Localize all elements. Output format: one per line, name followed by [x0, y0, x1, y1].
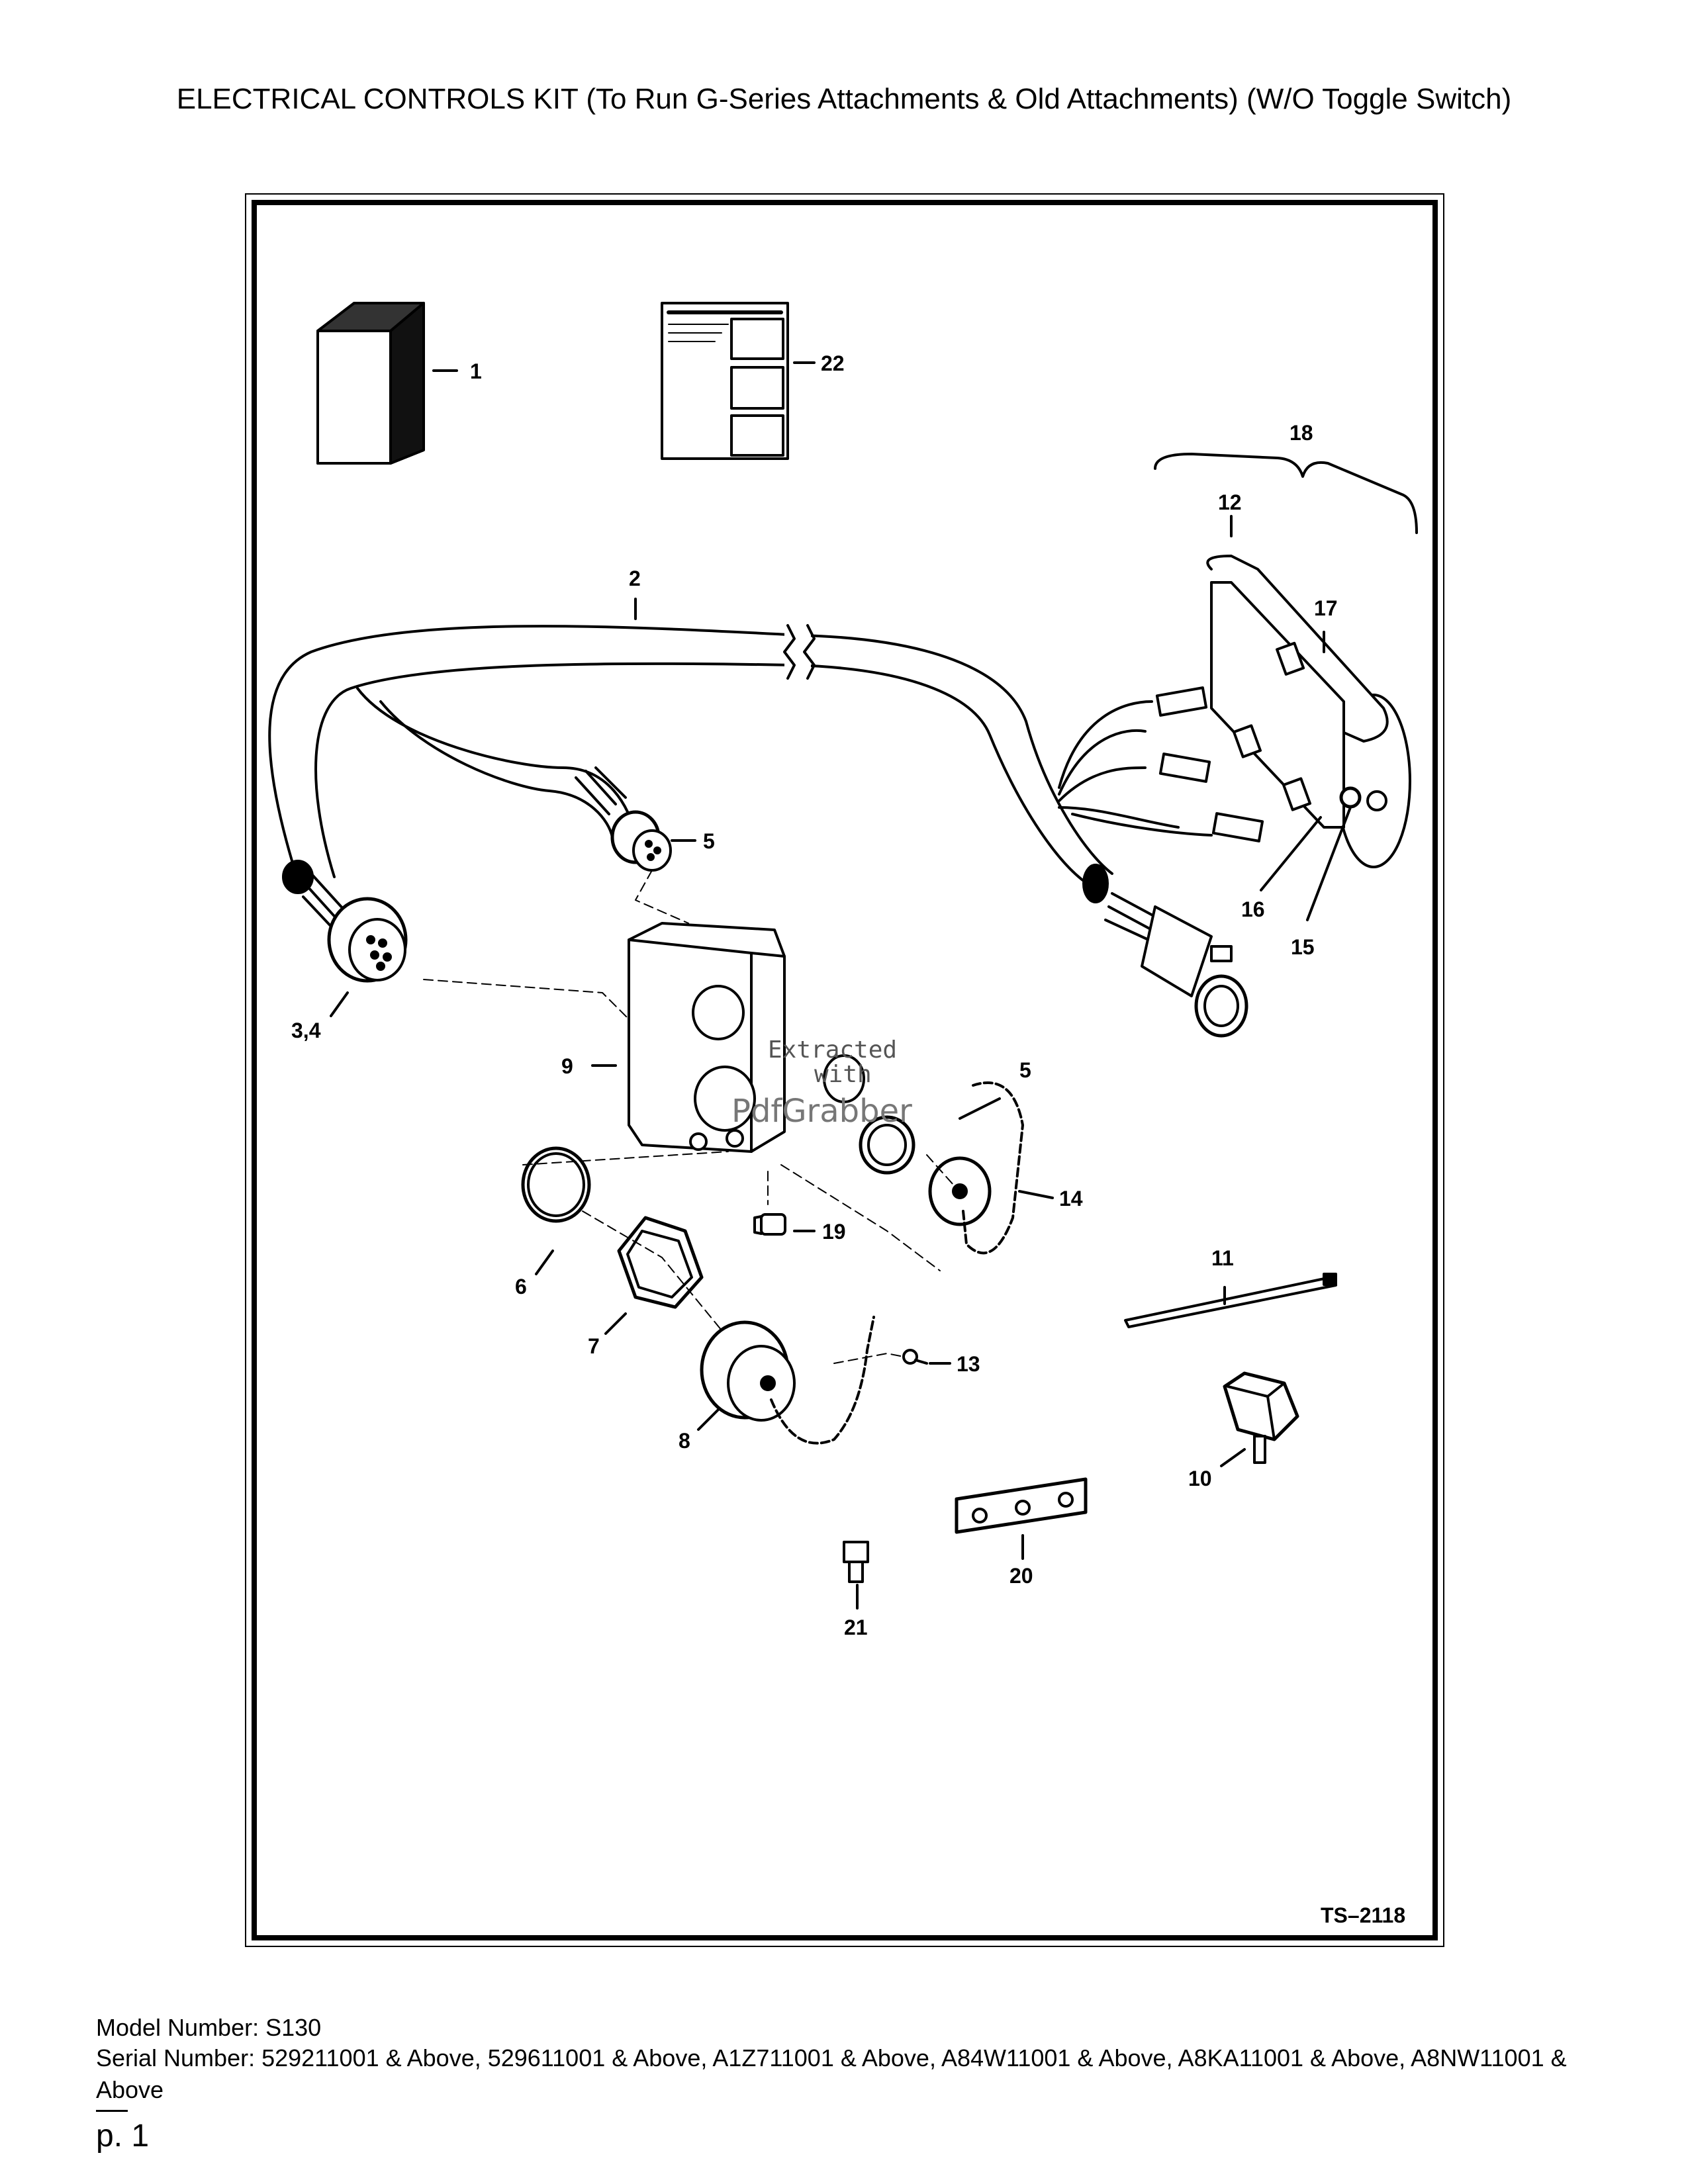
callout-21: 21: [844, 1615, 868, 1639]
callout-5-lower: 5: [1019, 1058, 1031, 1082]
part-13-screw: [902, 1349, 928, 1365]
serial-number: Serial Number: 529211001 & Above, 529611…: [96, 2044, 1567, 2103]
figure-code: TS–2118: [1321, 1903, 1405, 1927]
assembly-lines: [423, 870, 954, 1364]
part-2-harness: [268, 625, 1113, 882]
callout-7: 7: [588, 1334, 600, 1358]
figure-frame: [252, 200, 1438, 1940]
part-19-screw: [753, 1213, 786, 1236]
callout-1: 1: [470, 359, 482, 383]
callout-3-4: 3,4: [291, 1019, 321, 1042]
callout-10: 10: [1188, 1467, 1212, 1490]
watermark-line1: Extracted: [768, 1036, 897, 1064]
part-14-cap: [823, 1054, 1024, 1255]
part-7-nut: [617, 1216, 704, 1309]
callout-11: 11: [1211, 1246, 1234, 1270]
part-1-box: [316, 302, 425, 465]
watermark: Extracted with PdfGrabber: [731, 1036, 912, 1130]
part-6-ring: [521, 1146, 591, 1223]
callout-19: 19: [822, 1220, 846, 1244]
figure-frame-outer: [245, 193, 1444, 1947]
callout-9: 9: [561, 1054, 573, 1078]
part-9-box: [628, 922, 786, 1153]
cable-break: [783, 622, 816, 682]
leader-lines: [330, 361, 1352, 1610]
callout-20: 20: [1009, 1564, 1033, 1588]
model-number: Model Number: S130: [96, 2014, 322, 2041]
footer-rule: [96, 2110, 128, 2112]
page-number: p. 1: [96, 2118, 150, 2154]
part-5-connector-upper: [575, 766, 672, 872]
callout-5-upper: 5: [703, 829, 715, 853]
part-22-instructions: [661, 302, 789, 460]
callout-18: 18: [1289, 421, 1313, 445]
callout-12: 12: [1218, 490, 1242, 514]
callout-22: 22: [821, 351, 845, 375]
page-title: ELECTRICAL CONTROLS KIT (To Run G-Series…: [176, 83, 1512, 115]
part-21-screw: [843, 1541, 869, 1583]
part-12-panel: [1206, 555, 1411, 868]
callout-15: 15: [1291, 935, 1315, 959]
callout-8: 8: [679, 1429, 690, 1453]
watermark-line2: with: [814, 1061, 872, 1088]
watermark-line3: PdfGrabber: [731, 1093, 912, 1130]
callout-14: 14: [1059, 1187, 1083, 1210]
part-11-tie: [1124, 1273, 1337, 1328]
part-3-4-connector: [282, 860, 408, 983]
callout-16: 16: [1241, 897, 1265, 921]
brace-18: [1154, 453, 1418, 534]
callout-17: 17: [1314, 596, 1338, 620]
callout-labels: 1 22 18 12 2 17 5 16 15 3,4 9 5 14 19 6 …: [291, 351, 1405, 1927]
callout-6: 6: [515, 1275, 527, 1298]
part-20-plate: [955, 1477, 1088, 1534]
right-connector: [1082, 864, 1248, 1038]
part-10-knob: [1223, 1371, 1299, 1464]
panel-wire-plugs: [1058, 686, 1264, 842]
part-8-cap: [700, 1316, 875, 1445]
callout-13: 13: [957, 1352, 980, 1376]
callout-2: 2: [629, 567, 641, 590]
